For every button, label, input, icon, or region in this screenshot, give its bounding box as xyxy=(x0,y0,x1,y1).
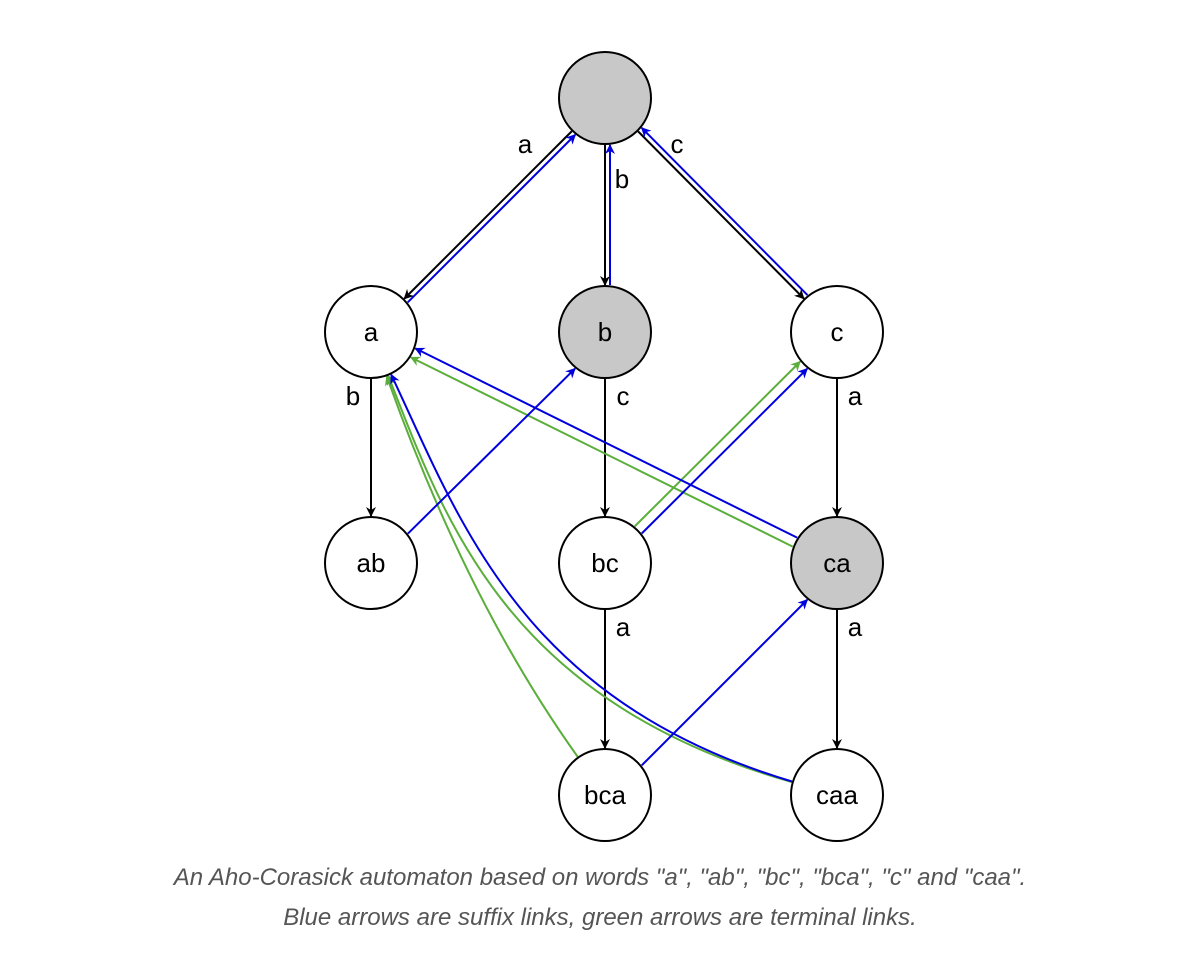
transition-label-root-to-c: c xyxy=(671,129,684,159)
state-node-bc: bc xyxy=(558,516,652,610)
transition-root-to-a xyxy=(403,130,573,300)
state-circle-ca xyxy=(790,516,884,610)
state-node-root xyxy=(558,51,652,145)
state-circle-b xyxy=(558,285,652,379)
terminal-link-caa-to-a xyxy=(386,374,793,784)
transition-label-ca-to-caa: a xyxy=(848,612,863,642)
suffix-link-c-to-root xyxy=(640,127,809,296)
state-label-bc: bc xyxy=(591,548,618,578)
state-circle-root xyxy=(558,51,652,145)
transition-root-to-c xyxy=(637,130,805,300)
state-label-a: a xyxy=(364,317,379,347)
transition-label-a-to-ab: b xyxy=(346,381,360,411)
suffix-link-bc-to-c xyxy=(641,367,808,535)
state-node-ab: ab xyxy=(324,516,418,610)
transition-label-bc-to-bca: a xyxy=(616,612,631,642)
state-circle-bc xyxy=(558,516,652,610)
suffix-link-caa-to-a xyxy=(390,373,793,783)
state-circle-caa xyxy=(790,748,884,842)
edges-layer xyxy=(366,127,842,784)
state-label-b: b xyxy=(598,317,612,347)
suffix-link-a-to-root xyxy=(407,134,577,304)
caption-line-2: Blue arrows are suffix links, green arro… xyxy=(283,904,917,931)
state-node-b: b xyxy=(558,285,652,379)
state-node-a: a xyxy=(324,285,418,379)
figure-caption: An Aho-Corasick automaton based on words… xyxy=(0,858,1200,938)
state-circle-a xyxy=(324,285,418,379)
state-node-caa: caa xyxy=(790,748,884,842)
state-circle-ab xyxy=(324,516,418,610)
transition-label-root-to-a: a xyxy=(518,129,533,159)
state-circle-c xyxy=(790,285,884,379)
suffix-link-bca-to-ca xyxy=(641,599,809,767)
transition-label-c-to-ca: a xyxy=(848,381,863,411)
state-node-bca: bca xyxy=(558,748,652,842)
terminal-link-bc-to-c xyxy=(634,360,801,528)
terminal-link-ca-to-a xyxy=(409,356,794,548)
state-label-ab: ab xyxy=(357,548,386,578)
transition-label-b-to-bc: c xyxy=(617,381,630,411)
state-label-caa: caa xyxy=(816,780,858,810)
state-node-c: c xyxy=(790,285,884,379)
state-label-ca: ca xyxy=(823,548,851,578)
terminal-link-bca-to-a xyxy=(385,375,579,758)
caption-line-1: An Aho-Corasick automaton based on words… xyxy=(173,864,1027,891)
transition-label-root-to-b: b xyxy=(615,164,629,194)
state-label-bca: bca xyxy=(584,780,626,810)
suffix-link-ca-to-a xyxy=(414,347,798,539)
state-circle-bca xyxy=(558,748,652,842)
suffix-link-ab-to-b xyxy=(407,367,576,535)
state-node-ca: ca xyxy=(790,516,884,610)
state-label-c: c xyxy=(831,317,844,347)
